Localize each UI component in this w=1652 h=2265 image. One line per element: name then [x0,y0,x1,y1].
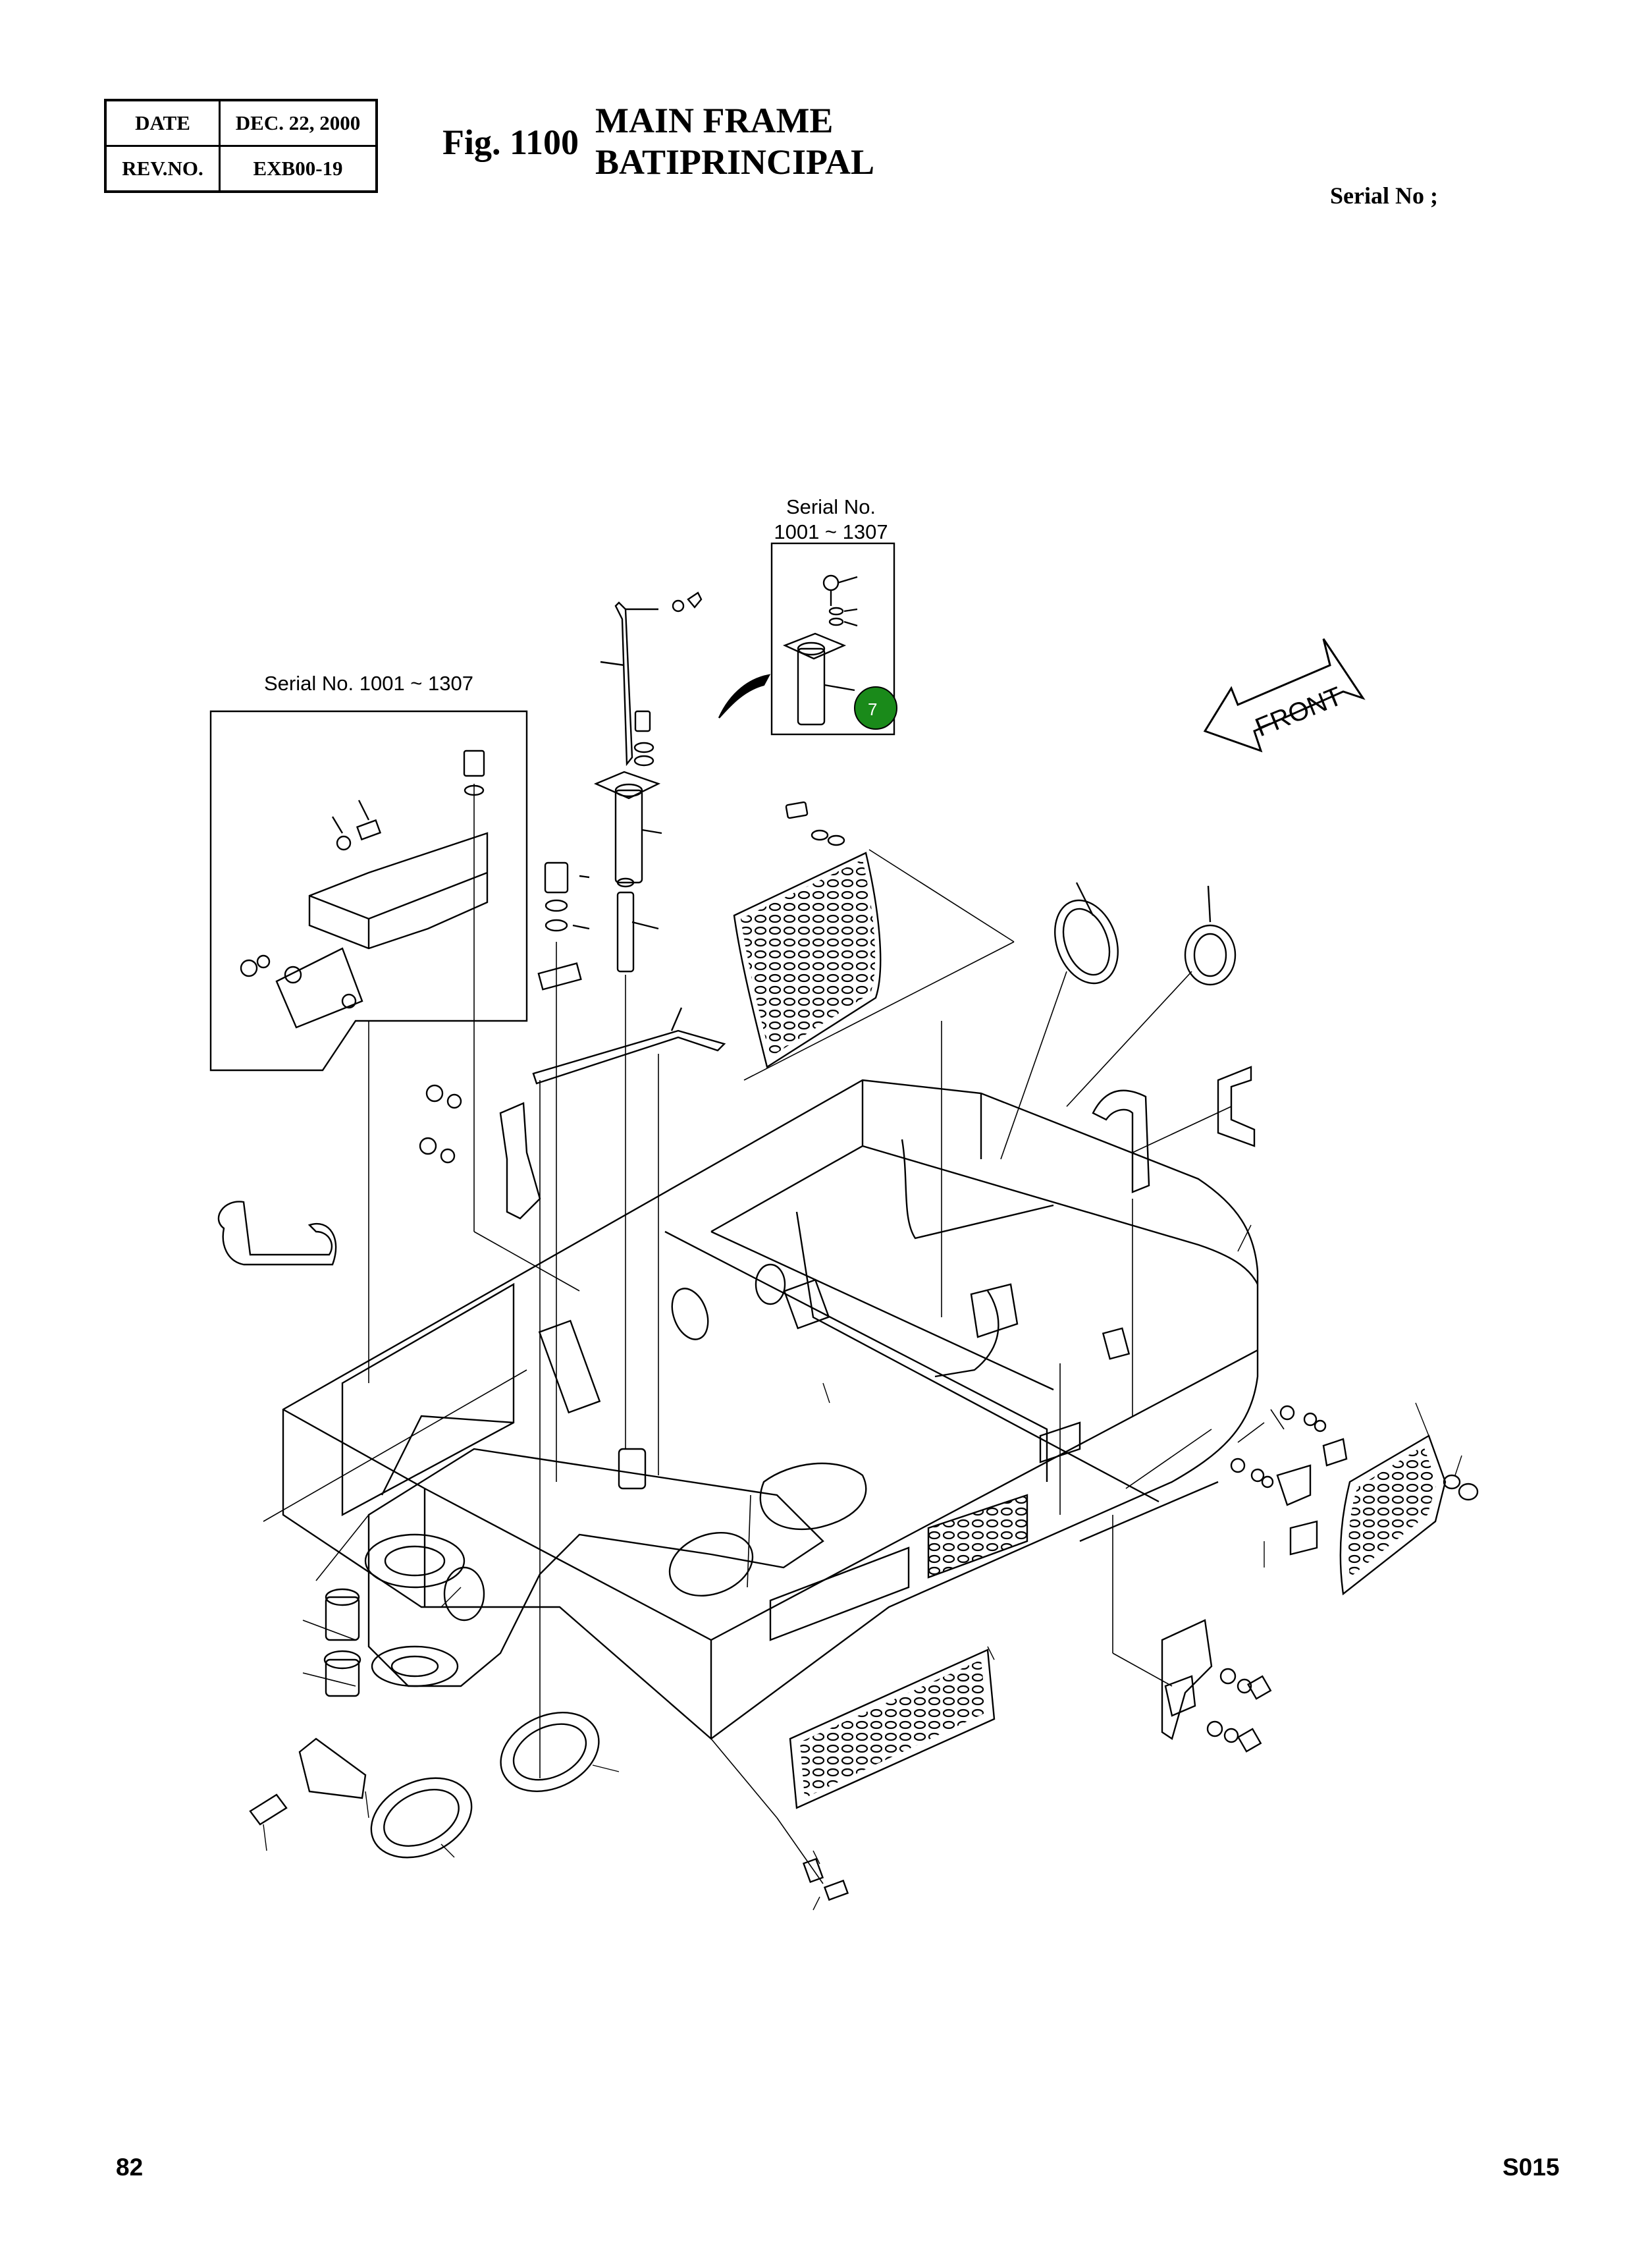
title-french: BATIPRINCIPAL [595,142,875,182]
front-arrow [1203,638,1366,753]
inset-top-serial-range: 1001 ~ 1307 [774,520,888,543]
date-label: DATE [104,99,221,147]
page-number: 82 [116,2154,144,2181]
serial-number-label: Serial No ; [1330,182,1438,209]
revision-table: DATE DEC. 22, 2000 REV.NO. EXB00-19 [104,99,378,193]
inset-left [209,710,528,1072]
callout-number: 7 [868,699,877,719]
upper-grille [733,852,882,1068]
inset-top-serial-label: Serial No. [786,495,876,518]
swing-bracket [364,1319,824,1687]
figure-number: Fig. 1100 [442,123,579,162]
page-code: S015 [1503,2154,1560,2181]
right-grille [1339,1434,1447,1596]
date-value: DEC. 22, 2000 [219,99,378,147]
rev-label: REV.NO. [104,145,221,193]
inset-left-serial-label: Serial No. 1001 ~ 1307 [264,672,473,695]
lower-grille [789,1649,996,1809]
callout-marker [854,686,897,730]
main-frame-body [282,1079,1259,1740]
title-english: MAIN FRAME [595,101,834,140]
rev-value: EXB00-19 [219,145,378,193]
front-direction-label: FRONT [1251,682,1346,742]
inset-top [770,542,895,736]
